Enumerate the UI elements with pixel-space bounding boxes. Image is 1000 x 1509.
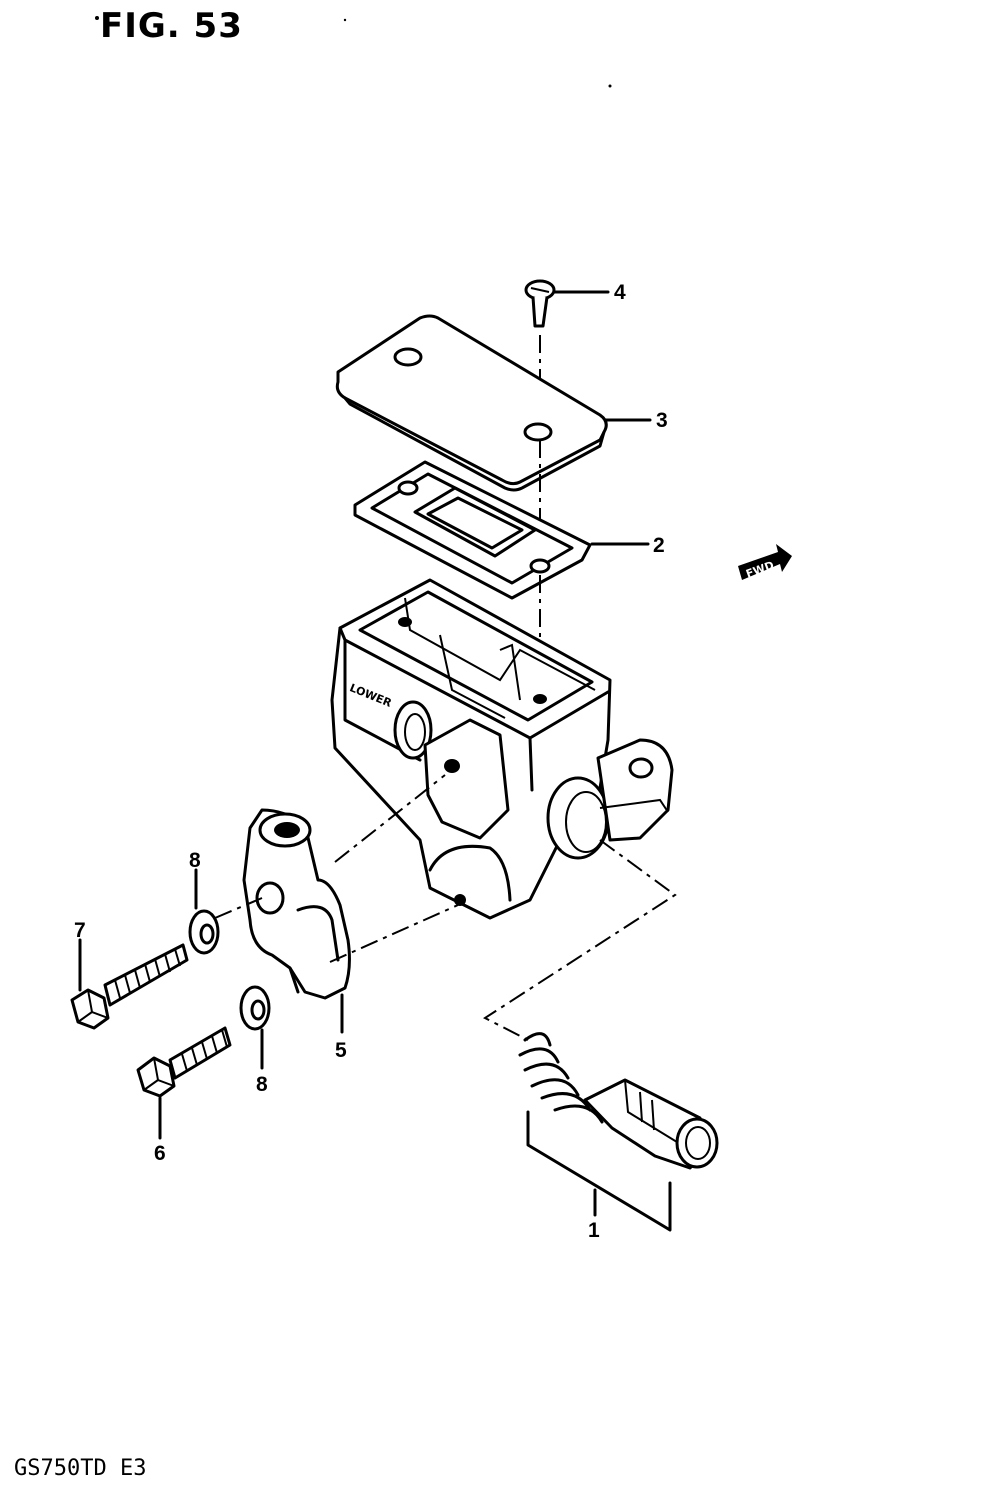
callout-7[interactable]: 7	[74, 919, 86, 942]
part-7-long-bolt[interactable]	[70, 943, 189, 1030]
callout-2[interactable]: 2	[653, 534, 665, 557]
part-4-screw[interactable]	[524, 279, 556, 328]
bracket-part-1	[526, 1110, 672, 1232]
scan-speck	[95, 16, 99, 20]
callout-6[interactable]: 6	[154, 1142, 166, 1165]
alignment-line-bolt7	[214, 897, 263, 919]
part-8-washer-lower[interactable]	[239, 985, 271, 1031]
part-8-washer-upper[interactable]	[188, 909, 220, 955]
figure-title: FIG. 53	[100, 6, 243, 46]
alignment-line-lower	[329, 904, 459, 963]
scan-speck	[608, 84, 612, 88]
part-2-diaphragm[interactable]	[353, 460, 592, 600]
alignment-line-piston	[483, 839, 677, 1041]
fwd-arrow-icon: FWD	[738, 544, 792, 581]
part-5-clamp[interactable]	[242, 808, 351, 1000]
piston-spring	[518, 1032, 604, 1124]
callout-5[interactable]: 5	[335, 1039, 347, 1062]
fwd-arrow-label: FWD	[744, 559, 775, 581]
alignment-line-upper	[334, 774, 446, 863]
scan-speck	[343, 18, 347, 22]
callout-8-lower[interactable]: 8	[256, 1073, 268, 1096]
callout-1[interactable]: 1	[588, 1219, 600, 1242]
part-3-reservoir-cap[interactable]	[335, 314, 608, 492]
callout-3[interactable]: 3	[656, 409, 668, 432]
part-1-piston-kit[interactable]	[518, 1032, 719, 1170]
part-6-short-bolt[interactable]	[136, 1026, 232, 1098]
model-label: GS750TD E3	[14, 1456, 147, 1481]
master-cylinder-body[interactable]: LOWER	[330, 578, 674, 920]
callout-4[interactable]: 4	[614, 281, 626, 304]
callout-8-upper[interactable]: 8	[189, 849, 201, 872]
